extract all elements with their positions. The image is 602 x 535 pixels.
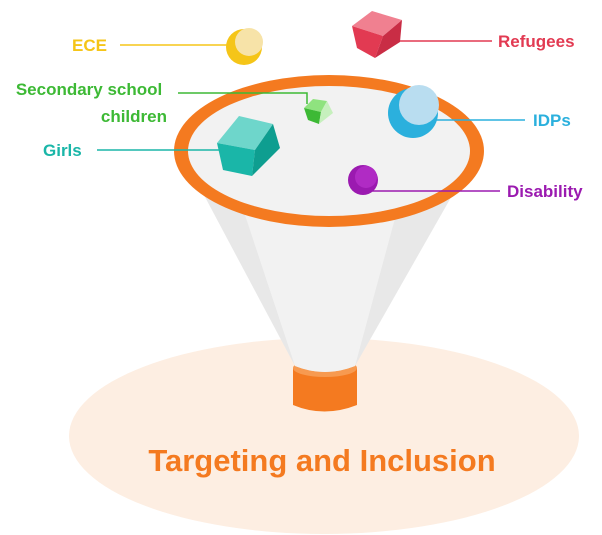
girls-icon	[217, 116, 280, 176]
secondary-school-icon	[304, 99, 333, 124]
secondary-school-label-line1: Secondary school	[16, 80, 162, 99]
girls-label: Girls	[43, 141, 82, 160]
secondary-school-label-line2: children	[101, 107, 167, 126]
diagram-title: Targeting and Inclusion	[148, 443, 495, 478]
disability-label: Disability	[507, 182, 583, 201]
idps-icon	[388, 85, 439, 138]
refugees-label: Refugees	[498, 32, 575, 51]
secondary-school-connector	[178, 92, 308, 104]
disability-icon	[348, 165, 378, 195]
ece-label: ECE	[72, 36, 107, 55]
refugees-icon	[352, 11, 402, 58]
idps-label: IDPs	[533, 111, 571, 130]
secondary-school-label: Secondary school children	[16, 80, 167, 126]
funnel-body-highlight	[240, 192, 400, 372]
base-ellipse	[69, 338, 579, 534]
ece-icon	[226, 28, 263, 65]
